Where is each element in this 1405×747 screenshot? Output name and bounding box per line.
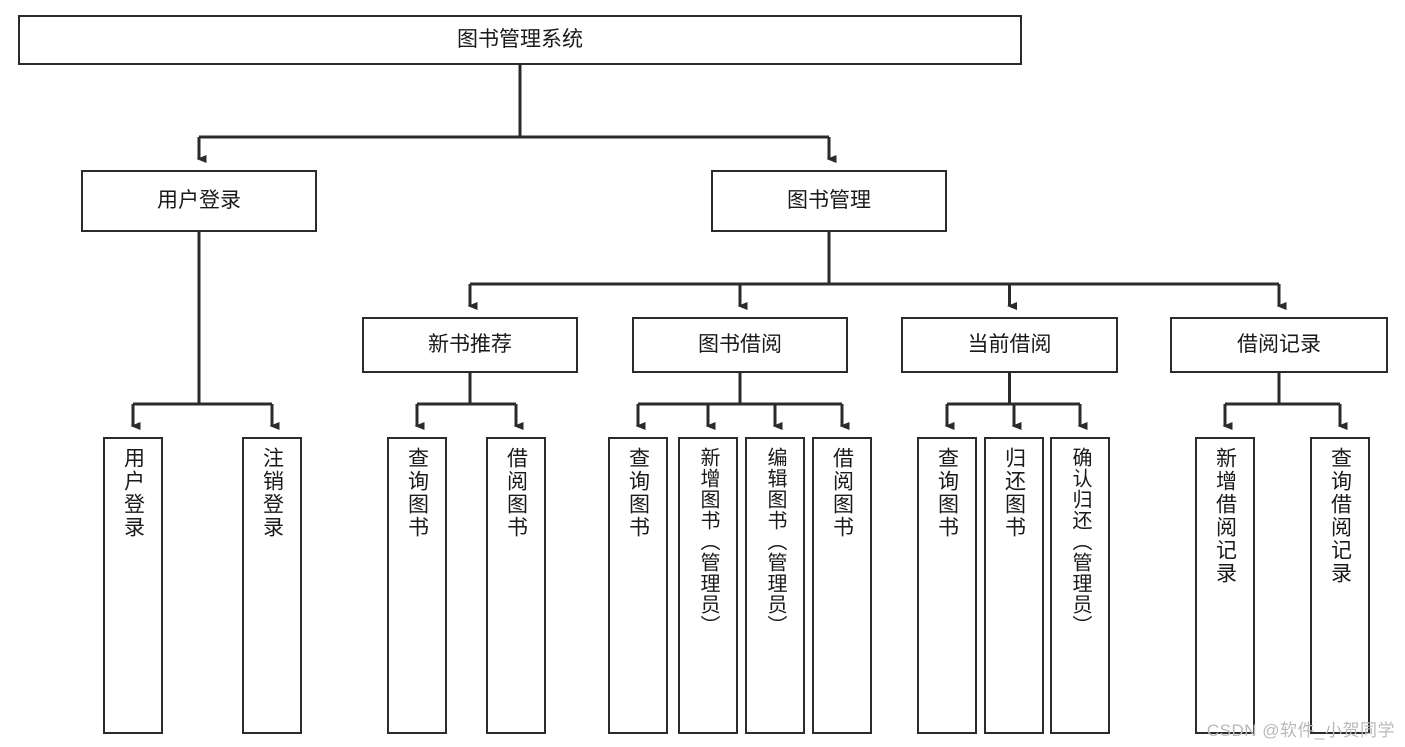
node-label: 新增图书（管理员） [697,447,719,636]
node-leaf-query-book-1[interactable]: 查询图书 [387,437,447,734]
node-leaf-edit-book[interactable]: 编辑图书（管理员） [745,437,805,734]
node-label: 查询图书 [935,447,959,539]
node-label: 查询图书 [405,447,429,539]
node-leaf-query-book-3[interactable]: 查询图书 [917,437,977,734]
node-label: 借阅记录 [1237,332,1321,356]
node-label: 新书推荐 [428,332,512,356]
node-borrow-record[interactable]: 借阅记录 [1170,317,1388,373]
node-label: 图书管理系统 [457,27,583,51]
node-label: 图书借阅 [698,332,782,356]
node-label: 确认归还（管理员） [1069,447,1091,636]
node-leaf-user-logout[interactable]: 注销登录 [242,437,302,734]
node-leaf-query-book-2[interactable]: 查询图书 [608,437,668,734]
node-label: 查询图书 [626,447,650,539]
node-leaf-add-record[interactable]: 新增借阅记录 [1195,437,1255,734]
node-label: 图书管理 [787,188,871,212]
node-leaf-return-book[interactable]: 归还图书 [984,437,1044,734]
node-label: 编辑图书（管理员） [764,447,786,636]
node-book-borrow[interactable]: 图书借阅 [632,317,848,373]
node-label: 新增借阅记录 [1213,447,1237,585]
node-label: 用户登录 [121,447,145,539]
node-label: 用户登录 [157,188,241,212]
node-leaf-borrow-book-2[interactable]: 借阅图书 [812,437,872,734]
node-leaf-borrow-book-1[interactable]: 借阅图书 [486,437,546,734]
node-label: 借阅图书 [830,447,854,539]
node-book-manage[interactable]: 图书管理 [711,170,947,232]
node-user-login[interactable]: 用户登录 [81,170,317,232]
node-label: 注销登录 [260,447,284,539]
node-leaf-query-record[interactable]: 查询借阅记录 [1310,437,1370,734]
node-new-book-recommend[interactable]: 新书推荐 [362,317,578,373]
node-label: 当前借阅 [967,332,1052,356]
node-label: 归还图书 [1002,447,1026,539]
node-label: 借阅图书 [504,447,528,539]
node-leaf-add-book[interactable]: 新增图书（管理员） [678,437,738,734]
node-root[interactable]: 图书管理系统 [18,15,1022,65]
node-current-borrow[interactable]: 当前借阅 [901,317,1118,373]
node-label: 查询借阅记录 [1328,447,1352,585]
node-leaf-user-login[interactable]: 用户登录 [103,437,163,734]
csdn-watermark: CSDN @软件_小贺同学 [1206,721,1395,740]
node-leaf-confirm-return[interactable]: 确认归还（管理员） [1050,437,1110,734]
